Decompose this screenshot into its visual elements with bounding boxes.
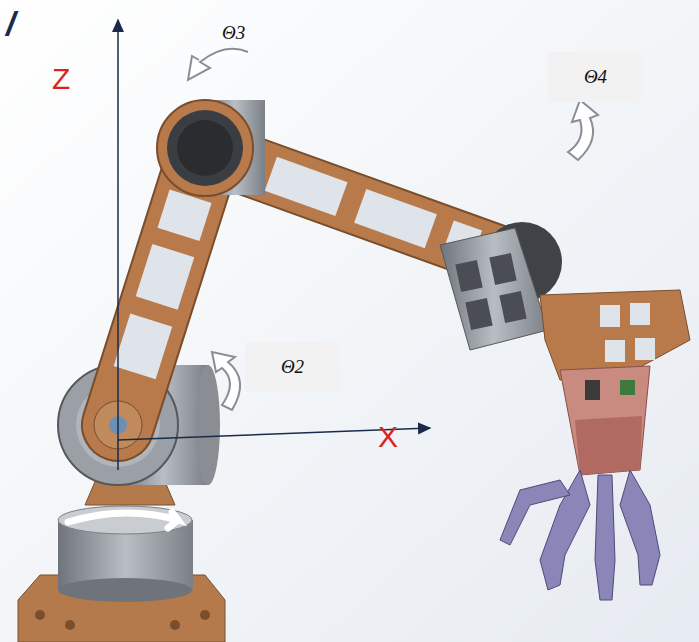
corner-mark: /	[6, 4, 15, 43]
axis-label: Z	[52, 62, 70, 96]
joint-angle-label: Θ3	[222, 22, 245, 44]
angle-label-box: Θ4	[548, 52, 643, 102]
joint-angle-label: Θ2	[281, 356, 304, 378]
angle-label-box: Θ2	[245, 342, 340, 392]
axis-label: X	[378, 420, 398, 454]
joint-angle-label: Θ4	[584, 66, 607, 88]
